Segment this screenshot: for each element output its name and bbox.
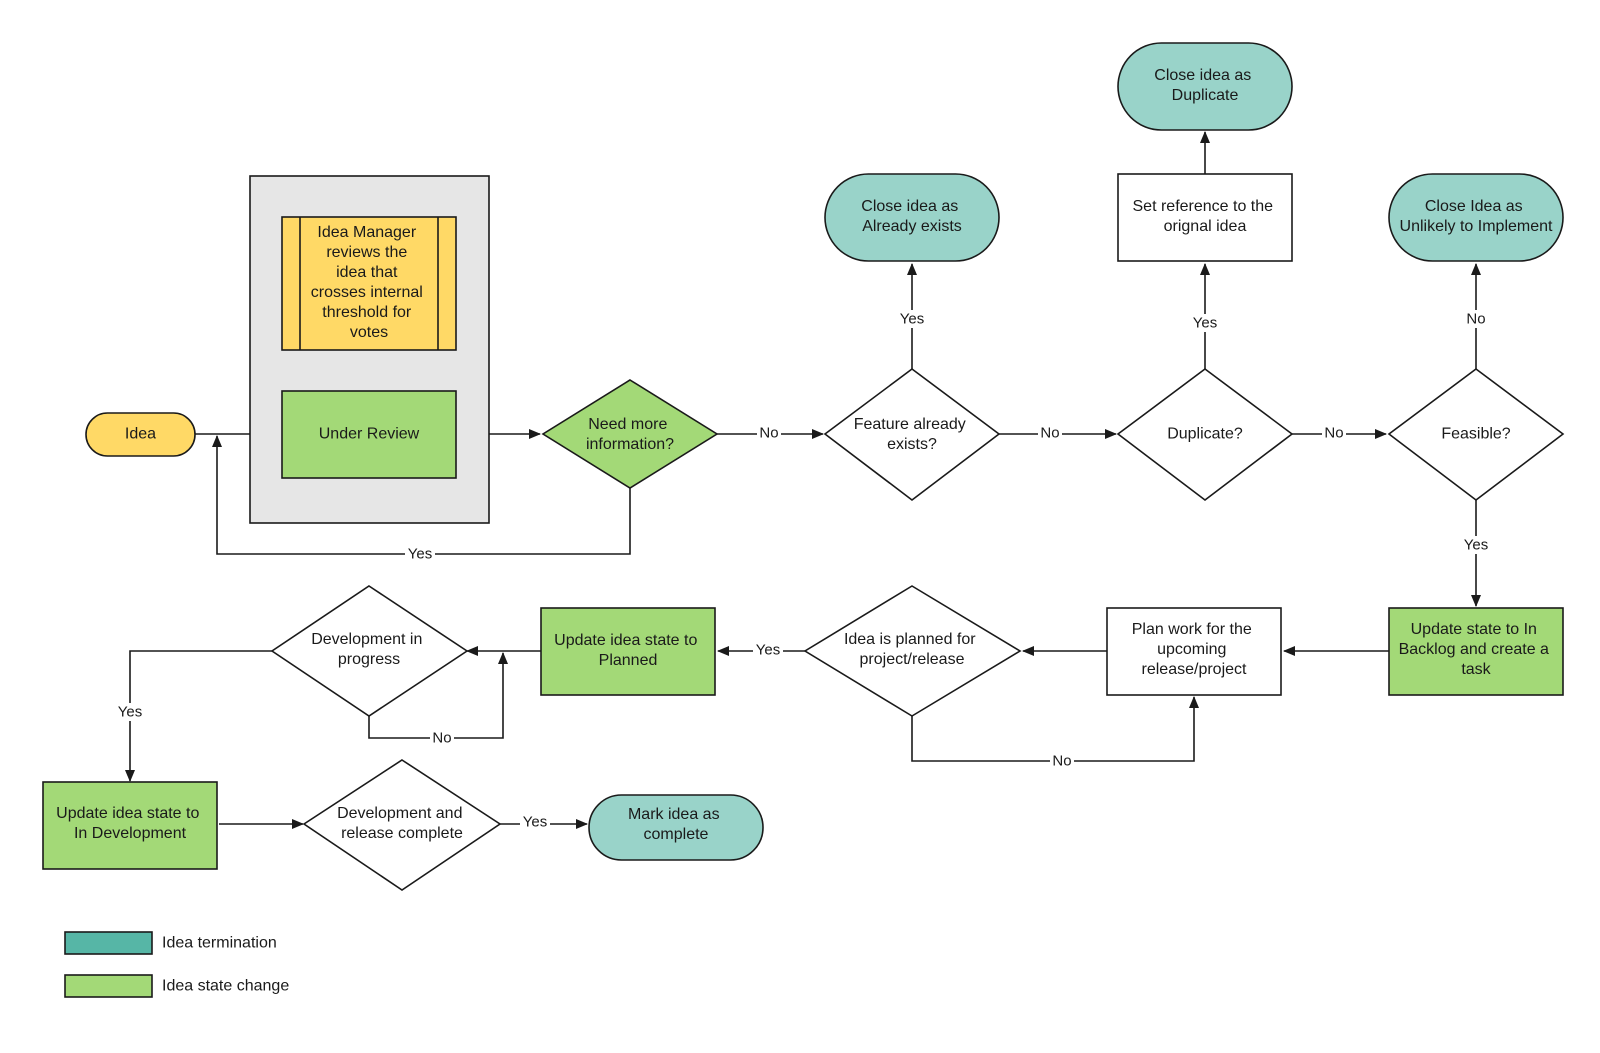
label-exists-no: No	[1038, 424, 1062, 442]
node-manager-review: Idea Manager reviews the idea that cross…	[281, 216, 457, 351]
node-update-backlog: Update state to In Backlog and create a …	[1388, 607, 1564, 696]
svg-text:Yes: Yes	[408, 546, 432, 563]
node-plan-work-label: Plan work for the upcoming release/proje…	[1132, 621, 1257, 678]
label-needinfo-no: No	[757, 424, 781, 442]
label-duplicate-yes: Yes	[1190, 314, 1220, 332]
node-feature-exists-label: Feature already exists?	[854, 416, 971, 453]
node-update-planned-label: Update idea state to Planned	[554, 632, 702, 669]
label-feasible-yes: Yes	[1461, 536, 1491, 554]
node-close-unlikely-label: Close Idea as Unlikely to Implement	[1400, 198, 1554, 235]
node-update-planned: Update idea state to Planned	[540, 607, 716, 696]
svg-text:Yes: Yes	[1464, 537, 1488, 554]
svg-text:Yes: Yes	[523, 814, 547, 831]
svg-text:No: No	[1324, 425, 1343, 442]
node-dev-progress-label: Development in progress	[311, 631, 427, 668]
legend-label-termination: Idea termination	[162, 935, 277, 952]
legend: Idea termination Idea state change	[64, 931, 289, 998]
node-update-backlog-label: Update state to In Backlog and create a …	[1399, 621, 1554, 678]
svg-text:Yes: Yes	[900, 311, 924, 328]
node-manager-review-label: Idea Manager reviews the idea that cross…	[311, 224, 428, 341]
node-dev-complete-label: Development and release complete	[337, 805, 467, 842]
node-feasible-label: Feasible?	[1441, 426, 1510, 443]
legend-label-state-change: Idea state change	[162, 978, 289, 995]
node-duplicate: Duplicate?	[1116, 368, 1294, 502]
node-dev-progress: Development in progress	[270, 585, 469, 717]
node-dev-complete: Development and release complete	[302, 759, 502, 891]
label-planned-yes: Yes	[753, 641, 783, 659]
node-close-exists-label: Close idea as Already exists	[861, 198, 962, 235]
edge-labels: No Yes Yes No Yes No No Yes	[115, 310, 1491, 831]
svg-text:No: No	[1052, 753, 1071, 770]
label-duplicate-no: No	[1322, 424, 1346, 442]
edge-planned-no	[911, 696, 1199, 762]
node-planned-q: Idea is planned for project/release	[803, 585, 1022, 717]
node-idea: Idea	[85, 412, 196, 457]
label-needinfo-yes: Yes	[405, 545, 435, 563]
svg-text:Yes: Yes	[118, 704, 142, 721]
node-update-in-dev: Update idea state to In Development	[42, 781, 218, 870]
node-under-review: Under Review	[281, 390, 457, 479]
svg-text:No: No	[759, 425, 778, 442]
svg-text:No: No	[1040, 425, 1059, 442]
node-feature-exists: Feature already exists?	[823, 368, 1001, 502]
node-under-review-label: Under Review	[319, 426, 420, 443]
legend-swatch-state-change	[64, 974, 153, 998]
label-complete-yes: Yes	[520, 813, 550, 831]
label-progress-no: No	[430, 729, 454, 747]
node-update-in-dev-label: Update idea state to In Development	[56, 805, 204, 842]
node-close-unlikely: Close Idea as Unlikely to Implement	[1388, 173, 1564, 262]
node-idea-label: Idea	[125, 426, 156, 443]
svg-text:Yes: Yes	[1193, 315, 1217, 332]
svg-text:Yes: Yes	[756, 642, 780, 659]
node-feasible: Feasible?	[1387, 368, 1565, 502]
label-feasible-no: No	[1464, 310, 1488, 328]
label-planned-no: No	[1050, 752, 1074, 770]
svg-text:No: No	[1466, 311, 1485, 328]
edge-progress-yes	[125, 650, 272, 782]
node-close-duplicate-label: Close idea as Duplicate	[1154, 67, 1255, 104]
svg-text:No: No	[432, 730, 451, 747]
node-close-duplicate: Close idea as Duplicate	[1117, 42, 1293, 131]
node-close-exists: Close idea as Already exists	[824, 173, 1000, 262]
node-duplicate-label: Duplicate?	[1167, 426, 1243, 443]
node-plan-work: Plan work for the upcoming release/proje…	[1106, 607, 1282, 696]
legend-item-termination: Idea termination	[64, 931, 277, 955]
node-planned-q-label: Idea is planned for project/release	[844, 631, 980, 668]
legend-item-state-change: Idea state change	[64, 974, 289, 998]
label-exists-yes: Yes	[897, 310, 927, 328]
node-set-reference-label: Set reference to the orignal idea	[1133, 198, 1278, 235]
legend-swatch-termination	[64, 931, 153, 955]
node-mark-complete: Mark idea as complete	[588, 794, 764, 861]
node-need-info-label: Need more information?	[586, 416, 674, 453]
node-need-info: Need more information?	[541, 379, 719, 489]
node-set-reference: Set reference to the orignal idea	[1117, 173, 1293, 262]
node-mark-complete-label: Mark idea as complete	[628, 806, 724, 843]
label-progress-yes: Yes	[115, 703, 145, 721]
